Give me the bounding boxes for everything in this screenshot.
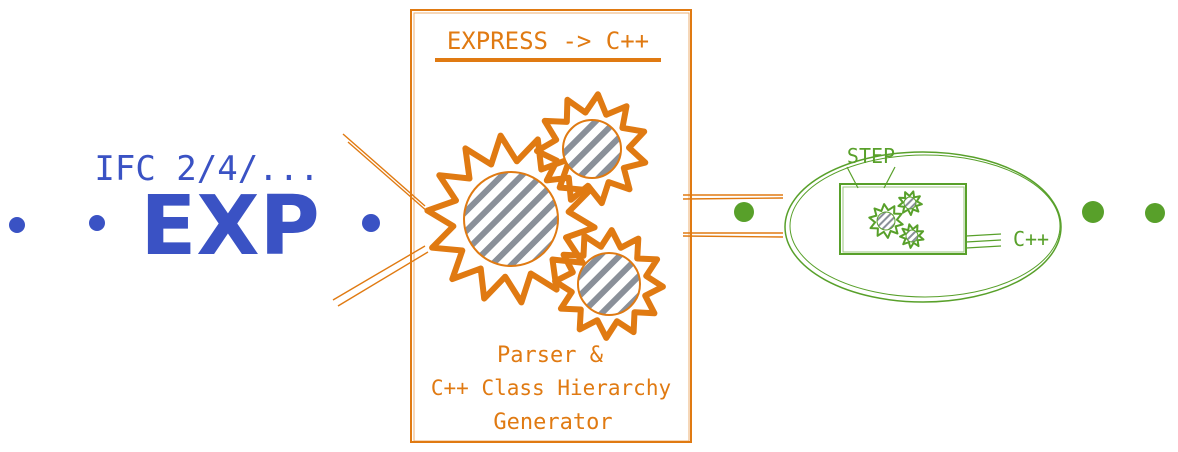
step-gears-icon bbox=[868, 190, 925, 249]
ifc-versions-label: IFC 2/4/... bbox=[94, 149, 319, 189]
input-section: IFC 2/4/... EXP bbox=[9, 149, 380, 274]
step-pointer-lines bbox=[846, 166, 896, 189]
generator-frame bbox=[410, 9, 692, 443]
step-box bbox=[839, 183, 967, 255]
generator-title-underline bbox=[435, 58, 661, 62]
gear-large bbox=[424, 132, 598, 306]
generator-caption-line-3: Generator bbox=[493, 410, 612, 435]
generator-caption-line-1: Parser & bbox=[497, 343, 604, 368]
input-dot-1 bbox=[9, 217, 25, 233]
output-dot-1 bbox=[734, 202, 754, 222]
input-dot-3 bbox=[362, 214, 380, 232]
output-dots bbox=[1082, 201, 1165, 223]
step-label: STEP bbox=[847, 144, 895, 168]
cpp-pointer-lines bbox=[965, 233, 1002, 249]
input-dots bbox=[9, 214, 380, 233]
output-dot-2 bbox=[1082, 201, 1104, 223]
step-library-ellipse bbox=[784, 151, 1062, 303]
gear-top-right bbox=[534, 91, 649, 207]
output-arrow-lines bbox=[682, 194, 784, 238]
cpp-label: C++ bbox=[1013, 227, 1049, 251]
input-dot-2 bbox=[89, 215, 105, 231]
output-section: STEP C++ bbox=[734, 144, 1165, 303]
generator-caption-line-2: C++ Class Hierarchy bbox=[431, 376, 671, 400]
output-dot-3 bbox=[1145, 203, 1165, 223]
generator-box: EXPRESS -> C++ Parser & C++ Class Hierar… bbox=[410, 9, 692, 443]
exp-file-label: EXP bbox=[140, 179, 319, 274]
gear-bottom-right bbox=[552, 227, 666, 341]
generator-title: EXPRESS -> C++ bbox=[447, 27, 649, 55]
